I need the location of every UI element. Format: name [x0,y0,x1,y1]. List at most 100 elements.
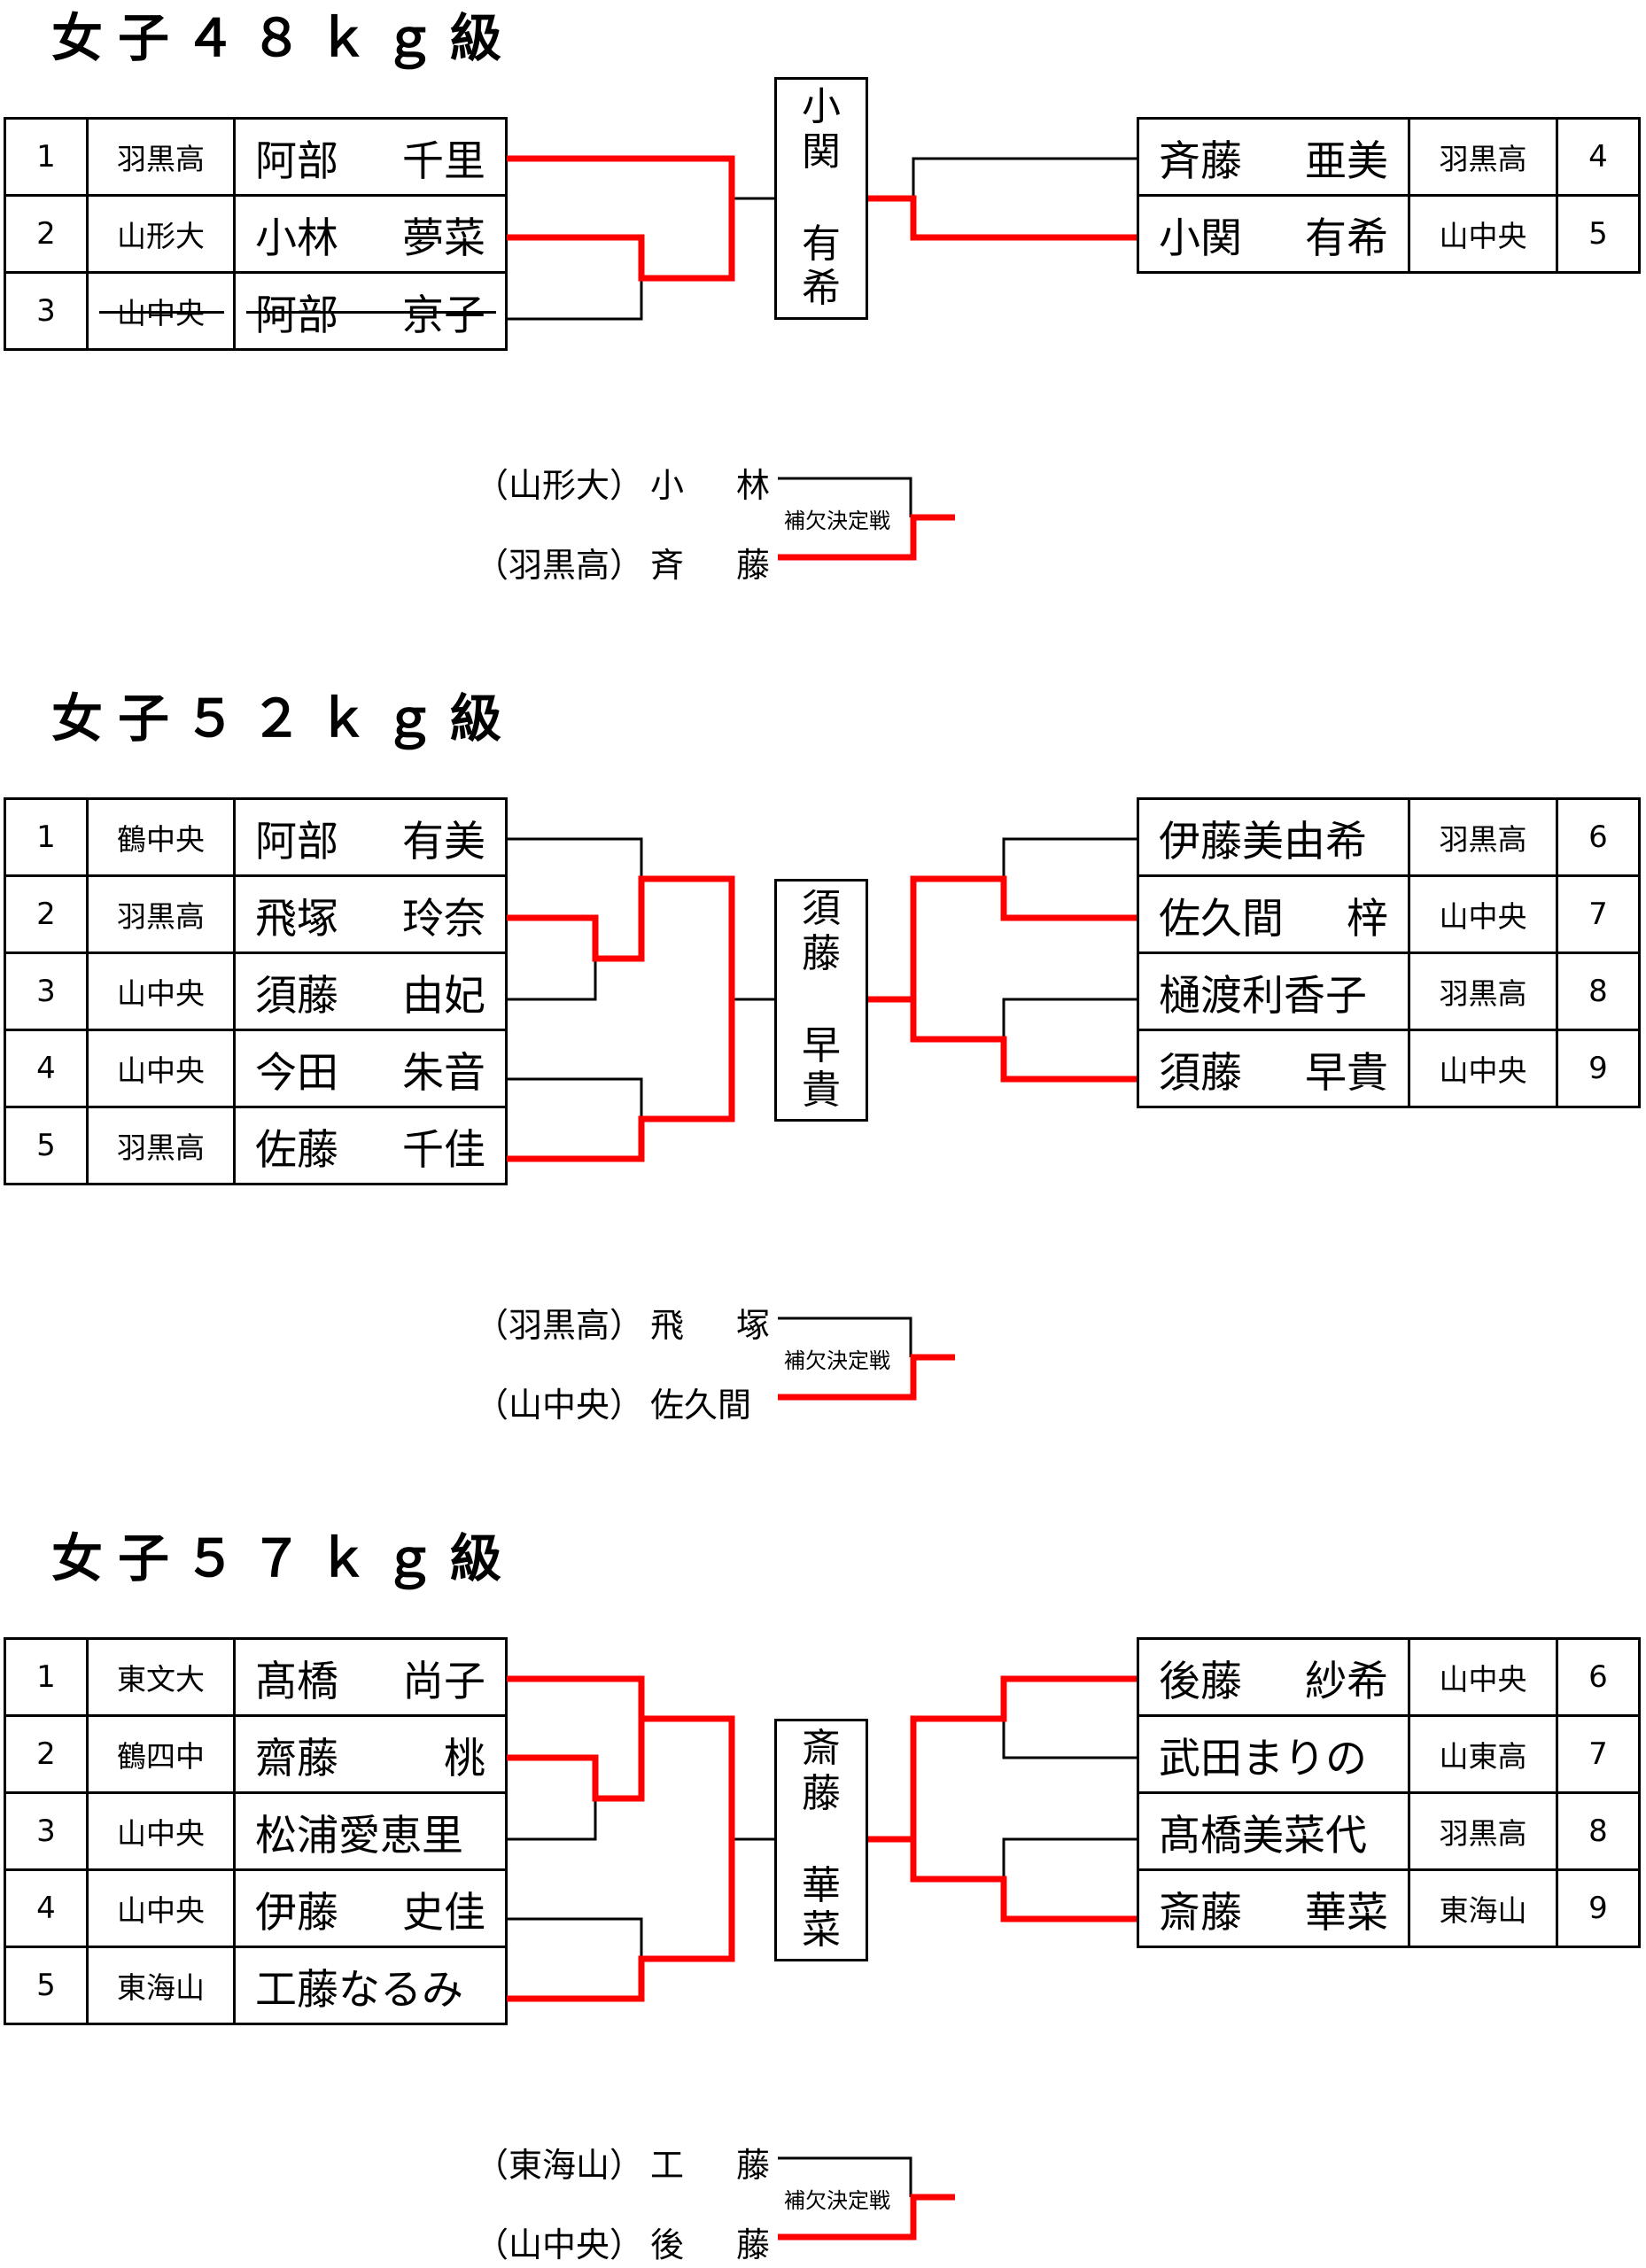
winner-line [778,2194,955,2241]
bracket-line [1002,1719,1137,1759]
table-row: 斉藤亜美 羽黒高 4 [1137,117,1641,197]
table-row: 5 羽黒高 佐藤千佳 [4,1106,508,1185]
table-row: 須藤早貴 山中央 9 [1137,1029,1641,1108]
winner-line [868,996,1137,1083]
entry-number: 3 [4,951,89,1031]
entry-name: 松浦愛恵里 [233,1791,508,1871]
entry-name: 樋渡利香子 [1137,951,1410,1031]
bracket-line [912,157,1137,198]
entry-number: 3 [4,1791,89,1871]
bracket-title: 女子４８ｋｇ級 [51,8,517,68]
bracket-line [507,278,643,321]
entry-number: 4 [4,1868,89,1948]
champion-box: 須 藤 早 貴 [774,879,868,1122]
table-row: 1 鶴中央 阿部有美 [4,797,508,877]
winner-line [507,155,735,198]
entry-number: 2 [4,874,89,954]
champion-char: 関 [802,128,841,175]
right-entries-table: 伊藤美由希 羽黒高 6 佐久間梓 山中央 7 樋渡利香子 羽黒高 8 須藤早貴 … [1137,797,1641,1108]
table-row: 斎藤華菜 東海山 9 [1137,1868,1641,1948]
entry-number: 2 [4,194,89,274]
playoff-entry: （羽黒高） 飛塚 [475,1306,770,1345]
entry-name-withdrawn: 阿部京子 [233,271,508,351]
entry-school: 東文大 [86,1637,236,1717]
table-row: 佐久間梓 山中央 7 [1137,874,1641,954]
entry-number: 7 [1556,874,1641,954]
table-row: 2 山形大 小林夢菜 [4,194,508,274]
entry-name: 佐藤千佳 [233,1106,508,1185]
table-row: 4 山中央 今田朱音 [4,1029,508,1108]
champion-char: 華 [802,1862,841,1908]
entry-school: 鶴四中 [86,1714,236,1794]
champion-char: 小 [802,84,841,129]
entry-number: 1 [4,117,89,197]
playoff-label: 補欠決定戦 [784,1348,890,1373]
champion-char: 藤 [802,930,841,976]
entry-number: 4 [4,1029,89,1108]
entry-school: 山中央 [86,1868,236,1948]
entry-number: 7 [1556,1714,1641,1794]
entry-school: 東海山 [86,1946,236,2025]
playoff-entry: （山中央） 後藤 [475,2225,770,2264]
entry-number: 4 [1556,117,1641,197]
table-row: 2 羽黒高 飛塚玲奈 [4,874,508,954]
entry-name: 伊藤史佳 [233,1868,508,1948]
bracket-line [1002,837,1137,879]
winner-line [507,875,735,999]
table-row: 後藤紗希 山中央 6 [1137,1637,1641,1717]
entry-name: 工藤なるみ [233,1946,508,2025]
entry-number: 2 [4,1714,89,1794]
entry-school: 羽黒高 [86,117,236,197]
entry-name: 須藤早貴 [1137,1029,1410,1108]
entry-number: 8 [1556,1791,1641,1871]
bracket-line [778,477,912,517]
entry-name: 武田まりの [1137,1714,1410,1794]
winner-line [910,1675,1137,1839]
playoff-label: 補欠決定戦 [784,509,890,533]
entry-name: 後藤紗希 [1137,1637,1410,1717]
left-entries-table: 1 鶴中央 阿部有美 2 羽黒高 飛塚玲奈 3 山中央 須藤由妃 4 山中央 今… [4,797,508,1185]
table-row: 小関有希 山中央 5 [1137,194,1641,274]
right-entries-table: 斉藤亜美 羽黒高 4 小関有希 山中央 5 [1137,117,1641,274]
table-row: 3 山中央 須藤由妃 [4,951,508,1031]
table-row: 武田まりの 山東高 7 [1137,1714,1641,1794]
table-row: 樋渡利香子 羽黒高 8 [1137,951,1641,1031]
entry-name: 佐久間梓 [1137,874,1410,954]
entry-school: 山中央 [86,1791,236,1871]
table-row: 5 東海山 工藤なるみ [4,1946,508,2025]
champion-char: 貴 [802,1068,841,1114]
winner-line [868,1836,1137,1922]
entry-number: 9 [1556,1029,1641,1108]
entry-school: 山中央 [86,1029,236,1108]
entry-school-withdrawn: 山中央 [86,271,236,351]
entry-name: 小関有希 [1137,194,1410,274]
winner-line [507,198,735,282]
bracket-line [1002,1837,1137,1879]
table-row: 2 鶴四中 齋藤桃 [4,1714,508,1794]
champion-box: 斎 藤 華 菜 [774,1719,868,1961]
entry-school: 山中央 [1408,1637,1558,1717]
entry-number: 6 [1556,1637,1641,1717]
entry-name: 伊藤美由希 [1137,797,1410,877]
champion-box: 小 関 有 希 [774,77,868,320]
table-row: 髙橋美菜代 羽黒高 8 [1137,1791,1641,1871]
entry-school: 山中央 [1408,874,1558,954]
entry-school: 山中央 [1408,1029,1558,1108]
bracket-lines [507,837,1137,1401]
bracket-line [507,1917,643,1959]
playoff-entry: （東海山） 工藤 [475,2146,770,2185]
entry-school: 鶴中央 [86,797,236,877]
left-entries-table: 1 東文大 髙橋尚子 2 鶴四中 齋藤桃 3 山中央 松浦愛恵里 4 山中央 伊… [4,1637,508,2025]
entry-number: 5 [4,1946,89,2025]
entry-name: 阿部有美 [233,797,508,877]
table-row: 1 羽黒高 阿部千里 [4,117,508,197]
entry-school: 羽黒高 [86,1106,236,1185]
bracket-line [778,2156,912,2197]
bracket-line [778,1317,912,1357]
entry-number: 6 [1556,797,1641,877]
entry-name: 須藤由妃 [233,951,508,1031]
champion-char: 菜 [802,1907,841,1953]
entry-number: 8 [1556,951,1641,1031]
entry-school: 羽黒高 [86,874,236,954]
entry-number: 5 [4,1106,89,1185]
